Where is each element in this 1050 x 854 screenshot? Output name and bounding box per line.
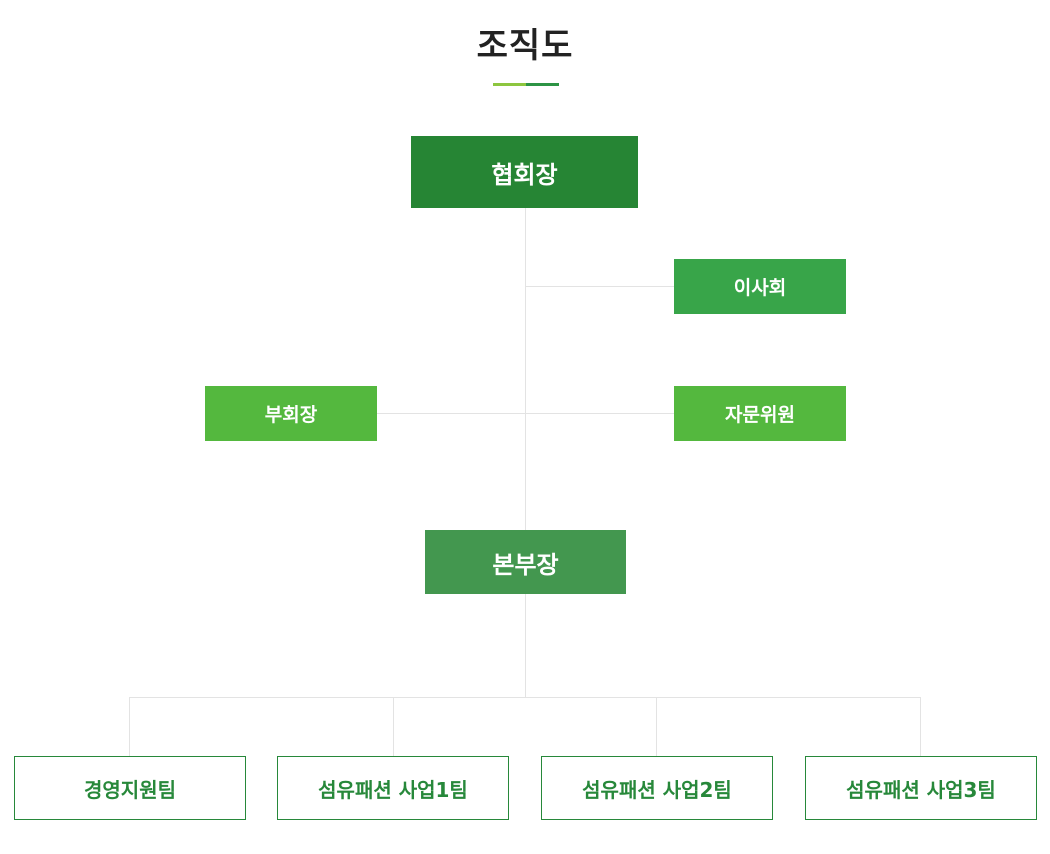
vice-chairman-box: 부회장 (205, 386, 377, 441)
chairman-box: 협회장 (411, 136, 638, 208)
chairman-label: 협회장 (491, 160, 558, 189)
board-connector-line (525, 286, 675, 287)
team-label: 섬유패션 사업2팀 (582, 777, 732, 802)
advisory-label: 자문위원 (725, 404, 795, 426)
team-box: 섬유패션 사업3팀 (805, 756, 1037, 820)
vice-chairman-connector-line (376, 413, 526, 414)
main-vertical-line (525, 207, 526, 698)
advisory-box: 자문위원 (674, 386, 846, 441)
director-box: 본부장 (425, 530, 626, 594)
advisory-connector-line (525, 413, 675, 414)
underline-right-segment (526, 83, 559, 86)
board-box: 이사회 (674, 259, 846, 314)
board-label: 이사회 (733, 277, 787, 299)
team-label: 섬유패션 사업3팀 (846, 777, 996, 802)
team-2-drop-line (393, 697, 394, 757)
underline-left-segment (493, 83, 526, 86)
team-1-drop-line (129, 697, 130, 757)
team-3-drop-line (656, 697, 657, 757)
director-label: 본부장 (492, 550, 559, 579)
team-box: 섬유패션 사업1팀 (277, 756, 509, 820)
title-underline (493, 83, 559, 86)
team-label: 섬유패션 사업1팀 (318, 777, 468, 802)
team-4-drop-line (920, 697, 921, 757)
teams-horizontal-line (129, 697, 921, 698)
page-title: 조직도 (476, 26, 574, 66)
team-box: 섬유패션 사업2팀 (541, 756, 773, 820)
team-label: 경영지원팀 (84, 777, 176, 802)
vice-chairman-label: 부회장 (264, 404, 318, 426)
team-box: 경영지원팀 (14, 756, 246, 820)
